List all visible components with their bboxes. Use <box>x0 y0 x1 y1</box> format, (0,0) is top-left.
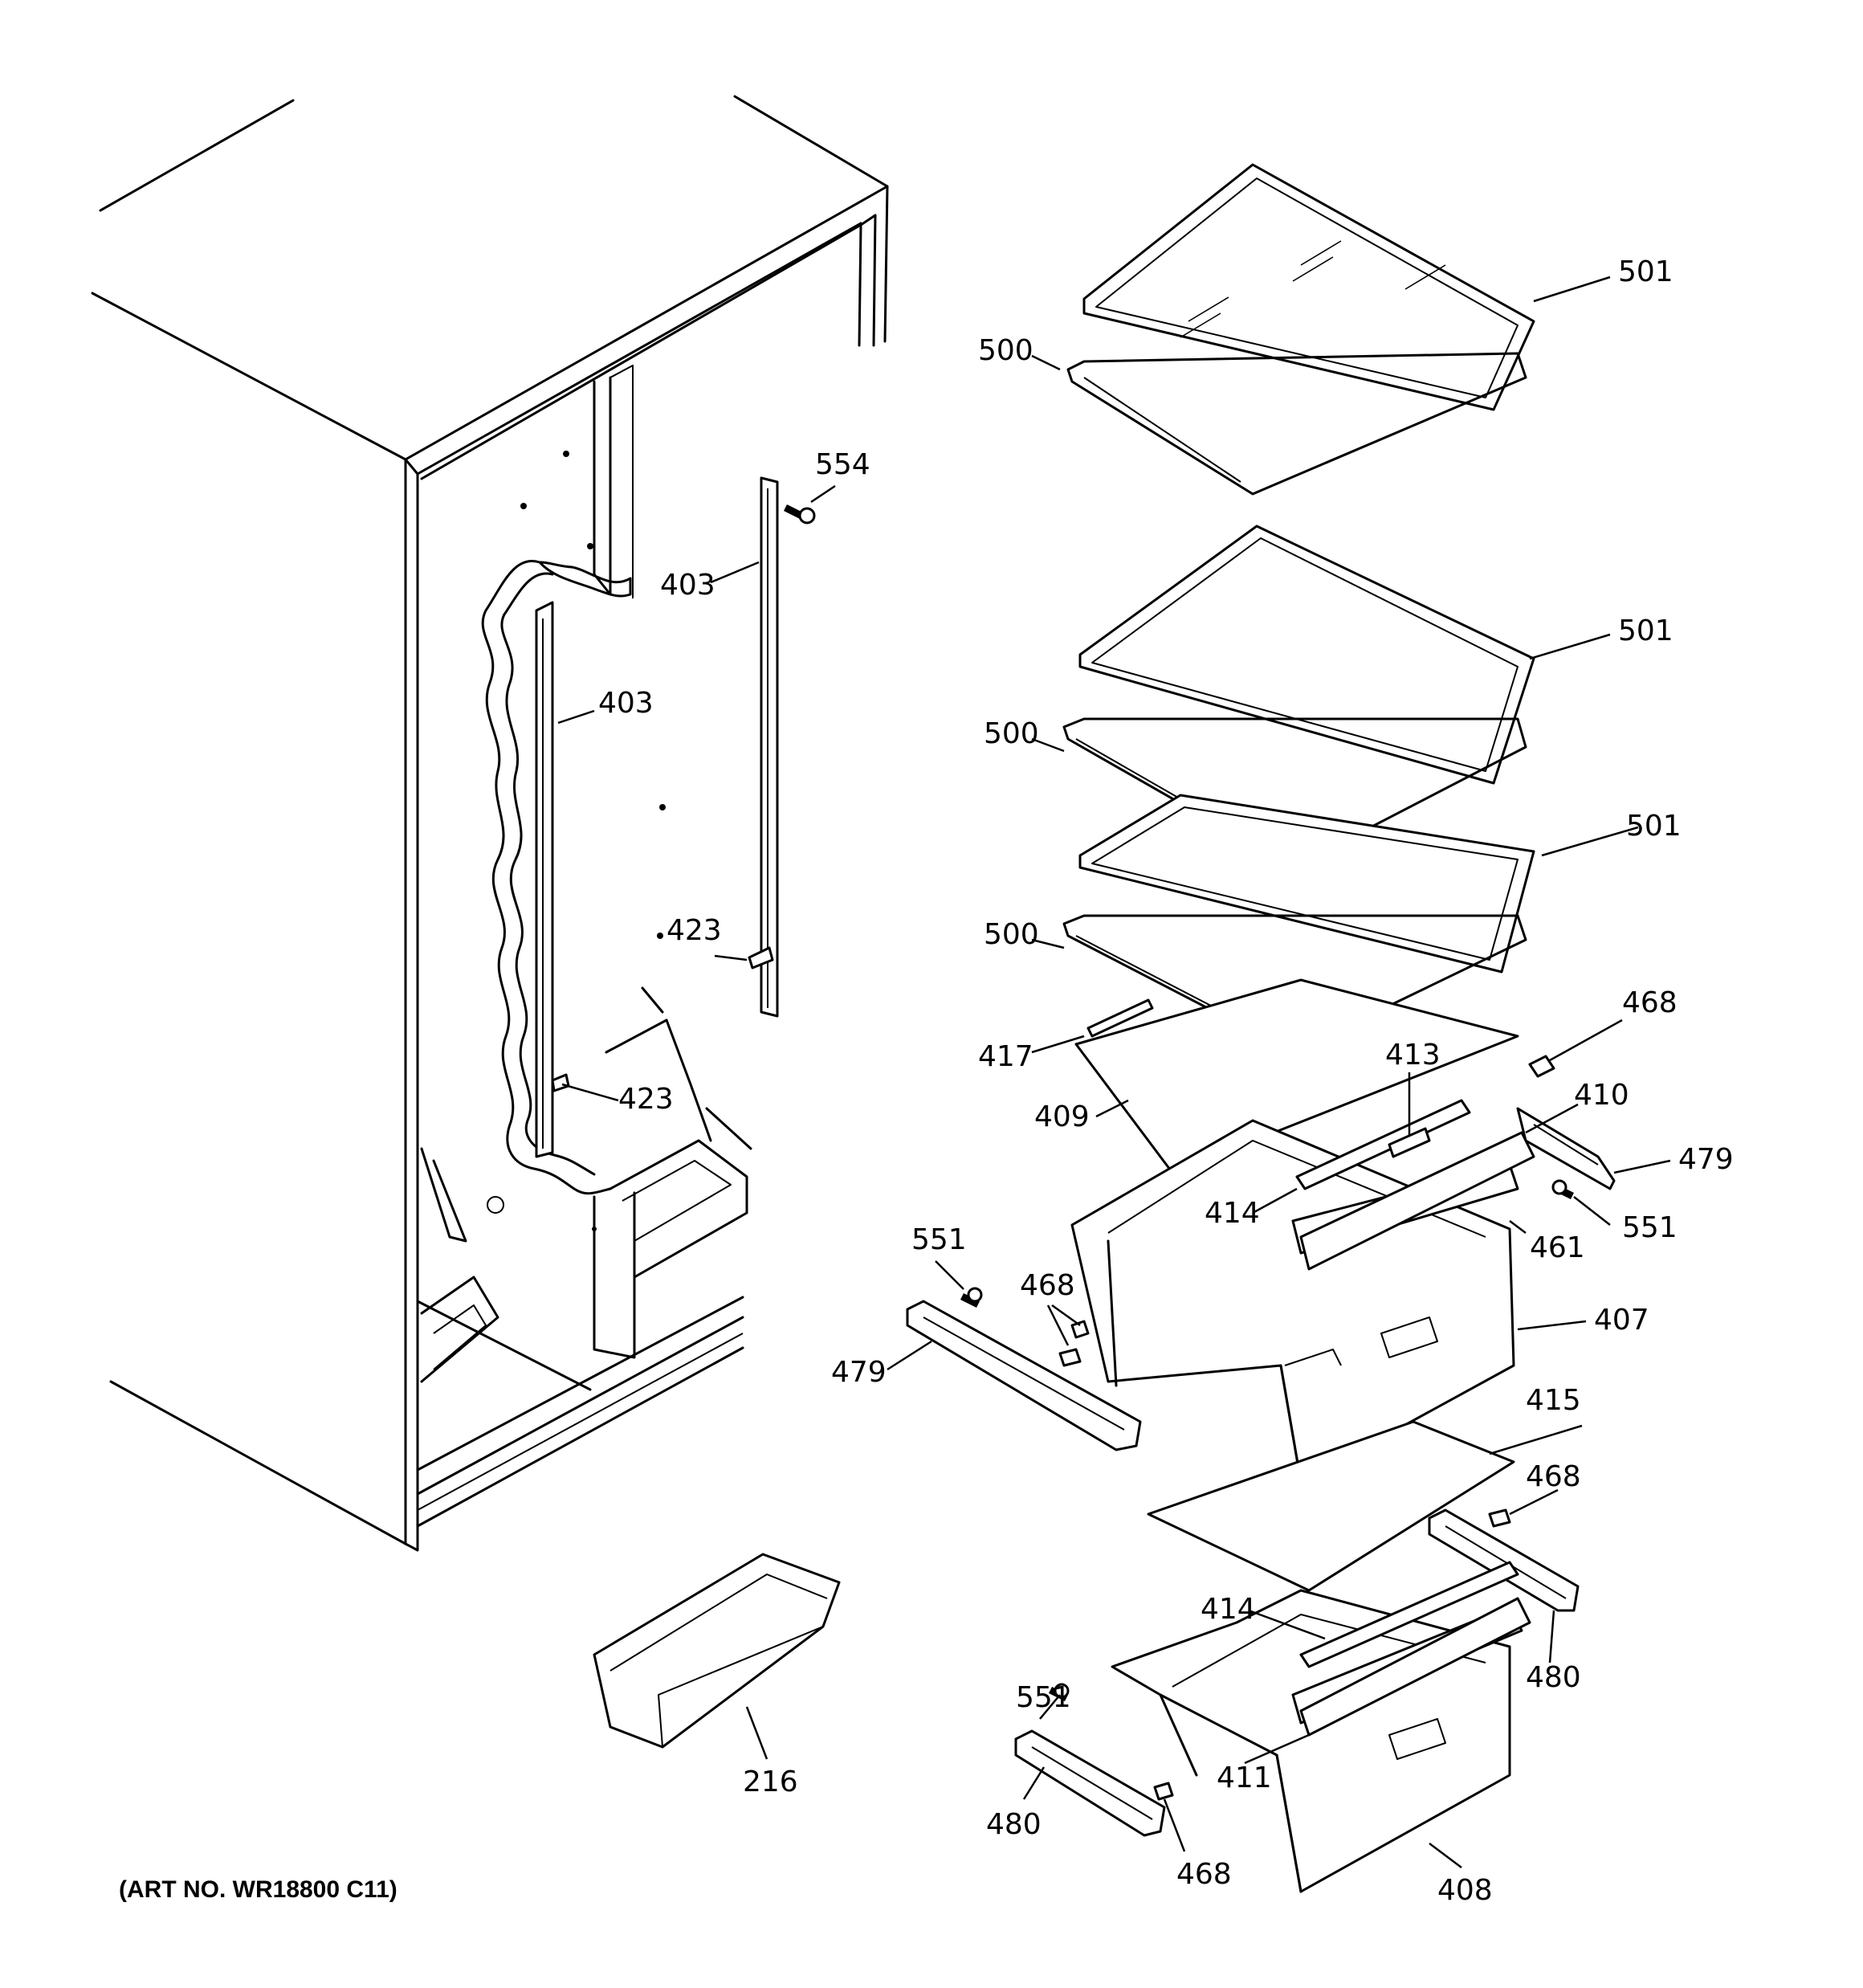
callout-461: 461 <box>1530 1231 1585 1264</box>
callout-551: 551 <box>911 1223 967 1256</box>
callout-423: 423 <box>667 914 722 947</box>
callout-500: 500 <box>978 334 1033 367</box>
callout-468: 468 <box>1622 986 1678 1019</box>
callout-554: 554 <box>815 448 870 481</box>
callout-501: 501 <box>1626 810 1682 843</box>
shelf-support <box>535 476 779 1158</box>
pan-stop <box>1058 1055 1555 1801</box>
callout-468: 468 <box>1176 1858 1232 1891</box>
shelf-frame <box>1066 163 1535 496</box>
callout-403: 403 <box>598 687 654 720</box>
callout-216: 216 <box>743 1766 798 1798</box>
pan-cover-glass <box>1147 1420 1515 1592</box>
shelf-rail <box>551 946 774 1092</box>
refrigerator-cabinet <box>91 95 889 1552</box>
callout-407: 407 <box>1594 1304 1649 1337</box>
callout-414: 414 <box>1205 1197 1260 1230</box>
crisper-drawer <box>1070 1119 1535 1484</box>
callout-551: 551 <box>1622 1211 1678 1244</box>
callout-411: 411 <box>1217 1761 1272 1794</box>
pan-slide <box>1014 1729 1166 1837</box>
screw <box>784 504 816 525</box>
callout-501: 501 <box>1618 255 1673 288</box>
callout-415: 415 <box>1526 1384 1581 1417</box>
deli-pan <box>1111 1589 1531 1893</box>
callout-408: 408 <box>1437 1874 1493 1907</box>
shelf-frame <box>1062 525 1535 1054</box>
callout-500: 500 <box>984 918 1039 951</box>
callout-409: 409 <box>1034 1100 1090 1133</box>
pan-slide <box>1428 1508 1580 1612</box>
callout-423: 423 <box>618 1083 674 1116</box>
callout-417: 417 <box>978 1040 1033 1073</box>
screw <box>960 1179 1574 1701</box>
pan-cover-frame <box>1295 1099 1471 1190</box>
callout-414: 414 <box>1201 1593 1256 1626</box>
art-number: (ART NO. WR18800 C11) <box>119 1876 397 1903</box>
callout-501: 501 <box>1618 614 1673 647</box>
callout-468: 468 <box>1526 1460 1581 1493</box>
callout-labels: 501 500 554 403 403 501 500 501 500 423 … <box>598 255 1734 1907</box>
callout-413: 413 <box>1385 1039 1441 1072</box>
callout-468: 468 <box>1020 1269 1075 1302</box>
callout-551: 551 <box>1016 1681 1071 1714</box>
callout-479: 479 <box>831 1356 887 1389</box>
callout-500: 500 <box>984 717 1039 750</box>
shelf-rail <box>1086 998 1154 1038</box>
callout-479: 479 <box>1678 1143 1734 1176</box>
leader-lines <box>557 276 1671 1868</box>
callout-480: 480 <box>986 1808 1042 1841</box>
callout-480: 480 <box>1526 1661 1581 1694</box>
pan-cover-glass <box>1074 978 1519 1174</box>
callout-403: 403 <box>660 569 715 602</box>
pan-slide <box>906 1300 1142 1451</box>
callout-410: 410 <box>1574 1079 1629 1112</box>
door-bin <box>593 1553 841 1749</box>
pan-slide <box>1516 1107 1616 1190</box>
pan-cover-frame <box>1299 1561 1519 1668</box>
